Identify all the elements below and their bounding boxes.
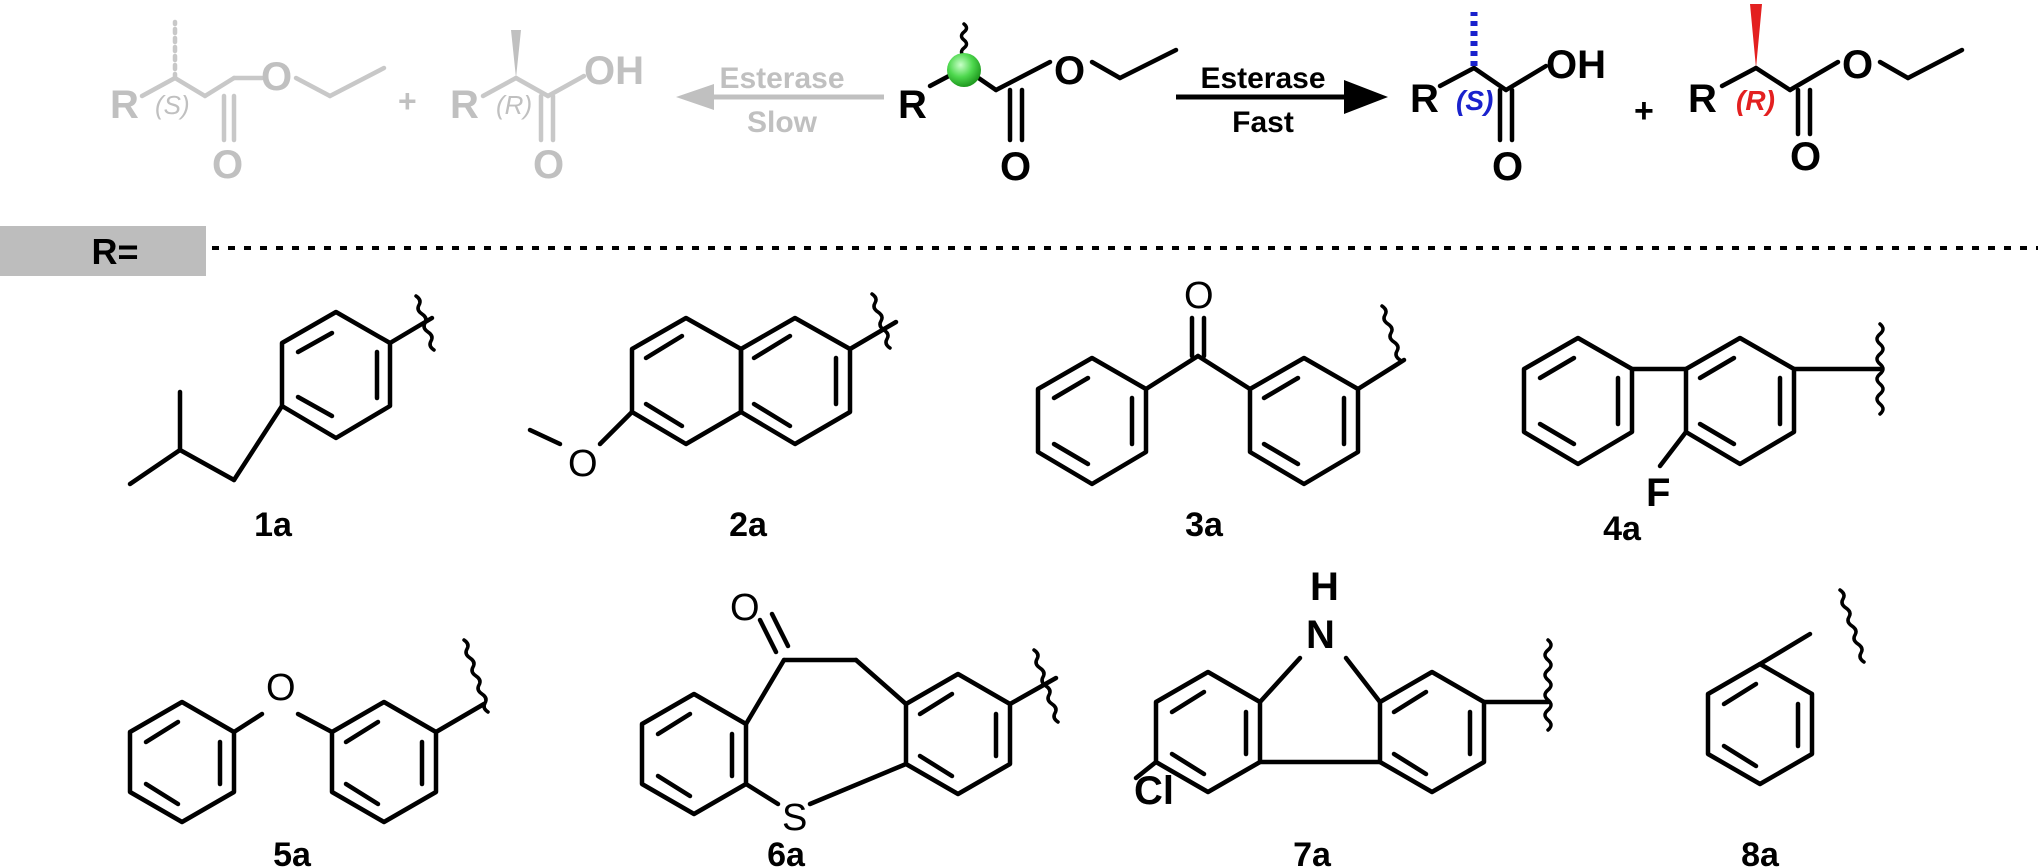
compound-1a: 1a bbox=[127, 294, 436, 544]
arrow-fast-top: Esterase bbox=[1200, 62, 1325, 95]
compound-label-1a: 1a bbox=[254, 506, 293, 544]
atom-Cl: Cl bbox=[1134, 769, 1174, 813]
atom-O: O bbox=[212, 143, 243, 187]
compound-label-2a: 2a bbox=[729, 506, 768, 544]
atom-O: O bbox=[730, 587, 760, 629]
stereo-label-r: (R) bbox=[496, 90, 532, 120]
atom-O: O bbox=[1000, 145, 1031, 189]
bond bbox=[172, 75, 208, 99]
atom-R: R bbox=[110, 83, 139, 127]
atom-O: O bbox=[1842, 43, 1873, 87]
atom-R: R bbox=[1688, 77, 1717, 121]
atom-O: O bbox=[261, 55, 292, 99]
compound-label-5a: 5a bbox=[273, 836, 312, 868]
atom-R: R bbox=[898, 83, 927, 127]
compound-2a: O 2a bbox=[527, 292, 899, 544]
atom-R: R bbox=[1410, 77, 1439, 121]
atom-F: F bbox=[1646, 471, 1670, 515]
atom-O: O bbox=[1054, 49, 1085, 93]
compound-4a: F 4a bbox=[1521, 322, 1885, 548]
atom-H: H bbox=[1310, 565, 1339, 609]
atom-N: N bbox=[1306, 613, 1335, 657]
compound-label-4a: 4a bbox=[1603, 510, 1642, 548]
racemic-ester: R O O bbox=[898, 22, 1179, 189]
stereocenter-dot bbox=[947, 53, 981, 87]
s-acid-product: R OH O (S) bbox=[1410, 12, 1606, 189]
compound-5a: O 5a bbox=[127, 638, 490, 868]
arrow-slow-top: Esterase bbox=[719, 62, 844, 95]
faded-r-acid: R OH O (R) bbox=[450, 30, 644, 187]
compound-7a: H N Cl 7a bbox=[1133, 565, 1553, 868]
faded-s-ester: R O O (S) bbox=[110, 19, 387, 187]
plus-sign: + bbox=[1634, 92, 1654, 130]
atom-O: O bbox=[1790, 135, 1821, 179]
atom-OH: OH bbox=[1546, 43, 1606, 87]
atom-O: O bbox=[1492, 145, 1523, 189]
compound-3a: O 3a bbox=[1035, 275, 1407, 544]
arrow-fast: Esterase Fast bbox=[1176, 62, 1388, 139]
arrow-fast-bottom: Fast bbox=[1232, 106, 1294, 139]
r-group-bar: R= bbox=[0, 226, 2038, 276]
plus-sign: + bbox=[398, 83, 417, 119]
compound-label-6a: 6a bbox=[767, 836, 806, 868]
r-bar-label: R= bbox=[91, 231, 138, 272]
stereo-label-r: (R) bbox=[1736, 85, 1775, 116]
arrow-slow: Esterase Slow bbox=[676, 62, 884, 139]
compound-label-3a: 3a bbox=[1185, 506, 1224, 544]
atom-OH: OH bbox=[584, 49, 644, 93]
atom-O: O bbox=[266, 667, 296, 709]
stereo-label-s: (S) bbox=[1456, 85, 1493, 116]
compound-label-8a: 8a bbox=[1741, 836, 1780, 868]
arrow-slow-bottom: Slow bbox=[747, 106, 818, 139]
compound-label-7a: 7a bbox=[1293, 836, 1332, 868]
atom-S: S bbox=[782, 797, 807, 839]
stereo-label-s: (S) bbox=[155, 90, 190, 120]
compound-6a: O S 6a bbox=[639, 587, 1060, 868]
atom-O: O bbox=[533, 143, 564, 187]
atom-R: R bbox=[450, 83, 479, 127]
atom-O: O bbox=[1184, 275, 1214, 317]
compound-8a: 8a bbox=[1705, 588, 1866, 868]
r-ester-product: R O O (R) bbox=[1688, 4, 1965, 179]
atom-O: O bbox=[568, 443, 598, 485]
